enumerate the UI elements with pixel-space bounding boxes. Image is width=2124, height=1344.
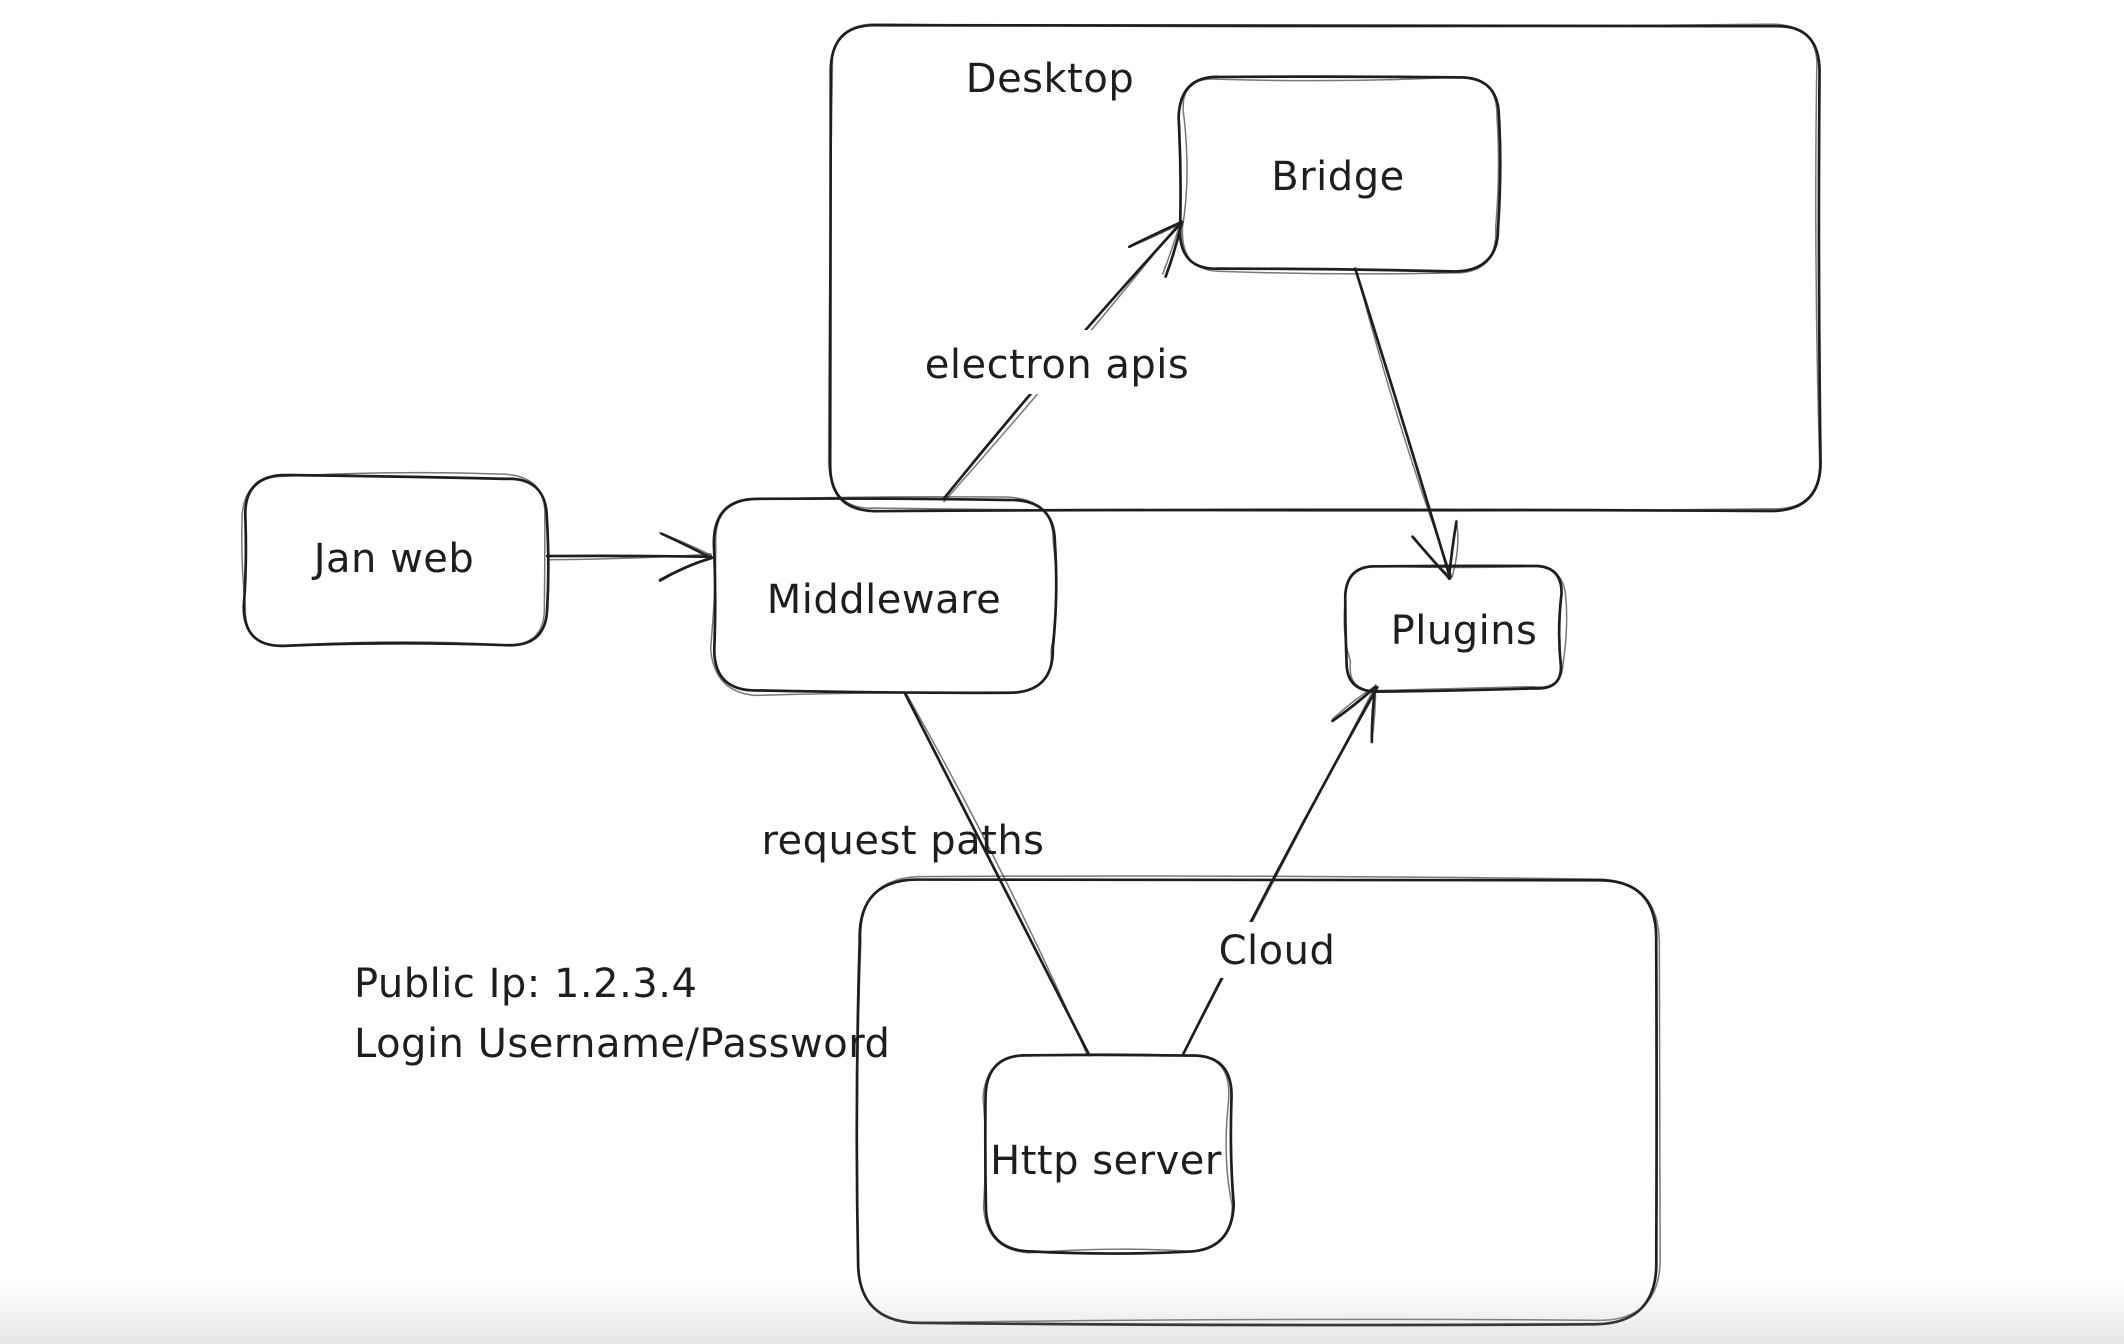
desktop-label: Desktop xyxy=(966,56,1134,102)
plugins-label: Plugins xyxy=(1391,608,1538,654)
edge-bridge-plugins-stroke xyxy=(1355,268,1453,578)
node-jan-web-stroke xyxy=(241,471,546,647)
container-desktop-stroke xyxy=(827,23,1821,512)
shapes-layer xyxy=(241,23,1822,1327)
node-http-server[interactable] xyxy=(982,1053,1236,1255)
container-cloud[interactable] xyxy=(855,875,1661,1327)
edge-label-electron-apis: electron apis xyxy=(925,342,1189,388)
edge-httpserver-plugins-stroke xyxy=(1331,684,1377,720)
edges-layer xyxy=(545,219,1459,1057)
edge-janweb-middleware[interactable] xyxy=(545,531,716,582)
annotation-public-ip[interactable]: Public Ip: 1.2.3.4 xyxy=(354,961,697,1007)
edge-middleware-httpserver-stroke xyxy=(903,692,1091,1057)
node-bridge-stroke xyxy=(1181,76,1500,275)
jan-web-label: Jan web xyxy=(311,536,475,582)
container-desktop[interactable] xyxy=(827,23,1822,513)
edge-middleware-bridge-stroke xyxy=(1128,222,1183,248)
edge-bridge-plugins[interactable] xyxy=(1353,267,1459,581)
node-middleware[interactable] xyxy=(709,495,1058,697)
edge-httpserver-plugins[interactable] xyxy=(1181,684,1379,1056)
edge-middleware-httpserver[interactable] xyxy=(903,692,1091,1057)
http-server-label: Http server xyxy=(990,1138,1222,1184)
electron-apis-label-bg xyxy=(915,330,1201,394)
node-bridge[interactable] xyxy=(1177,75,1502,275)
edge-httpserver-plugins-stroke xyxy=(1183,686,1376,1053)
edge-janweb-middleware-stroke xyxy=(658,531,713,557)
edge-label-request-paths: request paths xyxy=(761,818,1044,864)
node-jan-web[interactable] xyxy=(241,471,550,648)
middleware-label: Middleware xyxy=(767,577,1002,623)
edge-janweb-middleware-stroke xyxy=(547,553,712,561)
edge-janweb-middleware-stroke xyxy=(658,556,714,582)
edge-httpserver-plugins-stroke xyxy=(1181,685,1379,1056)
edge-middleware-bridge-stroke xyxy=(1164,221,1184,278)
node-http-server-stroke xyxy=(982,1053,1233,1254)
edge-bridge-plugins-stroke xyxy=(1451,519,1459,578)
cloud-label-bg xyxy=(1214,922,1342,978)
edge-middleware-bridge-stroke xyxy=(1162,223,1181,275)
edge-httpserver-plugins-stroke xyxy=(1370,684,1377,744)
edge-httpserver-plugins-stroke xyxy=(1331,686,1377,723)
edge-bridge-plugins-stroke xyxy=(1447,520,1458,581)
node-plugins[interactable] xyxy=(1343,564,1568,693)
container-cloud-stroke xyxy=(856,875,1661,1324)
node-middleware-stroke xyxy=(709,495,1057,697)
edge-bridge-plugins-stroke xyxy=(1413,537,1452,578)
labels-layer: Desktop Bridge Jan web Middleware Plugin… xyxy=(311,56,1538,1184)
edge-janweb-middleware-stroke xyxy=(545,554,713,559)
annotation-login[interactable]: Login Username/Password xyxy=(354,1021,890,1067)
edge-middleware-httpserver-stroke xyxy=(905,692,1088,1056)
cloud-label: Cloud xyxy=(1219,928,1336,974)
bridge-label: Bridge xyxy=(1271,154,1404,200)
node-plugins-stroke xyxy=(1343,565,1568,692)
edge-janweb-middleware-stroke xyxy=(660,532,713,560)
